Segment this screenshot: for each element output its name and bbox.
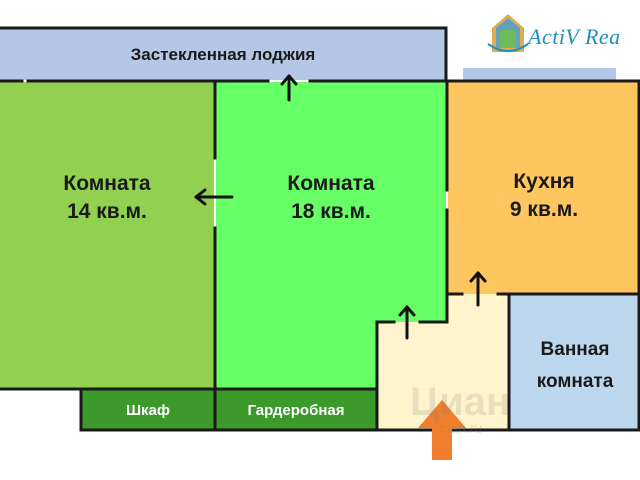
door-arrows [194, 74, 487, 340]
watermark-text: Циан [410, 380, 511, 424]
loggia-area [0, 28, 446, 80]
closet-area [82, 390, 214, 430]
kitchen-area-label: 9 кв.м. [509, 198, 579, 221]
hallway-area [378, 294, 508, 430]
wardrobe-label: Гардеробная [247, 402, 345, 419]
bathroom-name: Ванная [540, 339, 610, 360]
kitchen-window-ledge [463, 68, 616, 82]
closet-label: Шкаф [125, 402, 171, 419]
kitchen-area [448, 82, 640, 294]
room-left-name: Комната [63, 172, 151, 195]
building-logo-icon [487, 14, 529, 52]
room-left-area-label: 14 кв.м. [67, 200, 147, 223]
wardrobe-area [216, 390, 376, 430]
walls [0, 26, 640, 432]
room-middle-name: Комната [287, 172, 375, 195]
room-left-area [0, 82, 214, 388]
bathroom-name-2: комната [536, 371, 614, 392]
loggia-label: Застекленная лоджия [130, 45, 316, 64]
arrow-up-icon [398, 305, 416, 340]
bathroom-area [510, 294, 640, 430]
brand-logo-text: ActiV Rea [528, 24, 621, 49]
entrance-arrow-icon [418, 400, 466, 460]
arrow-left-icon [194, 188, 234, 206]
watermark-subtext: cian.ru [440, 420, 483, 436]
arrow-up-icon [469, 271, 487, 307]
kitchen-name: Кухня [513, 170, 575, 193]
room-middle-area-label: 18 кв.м. [291, 200, 371, 223]
arrow-up-icon [280, 74, 298, 102]
